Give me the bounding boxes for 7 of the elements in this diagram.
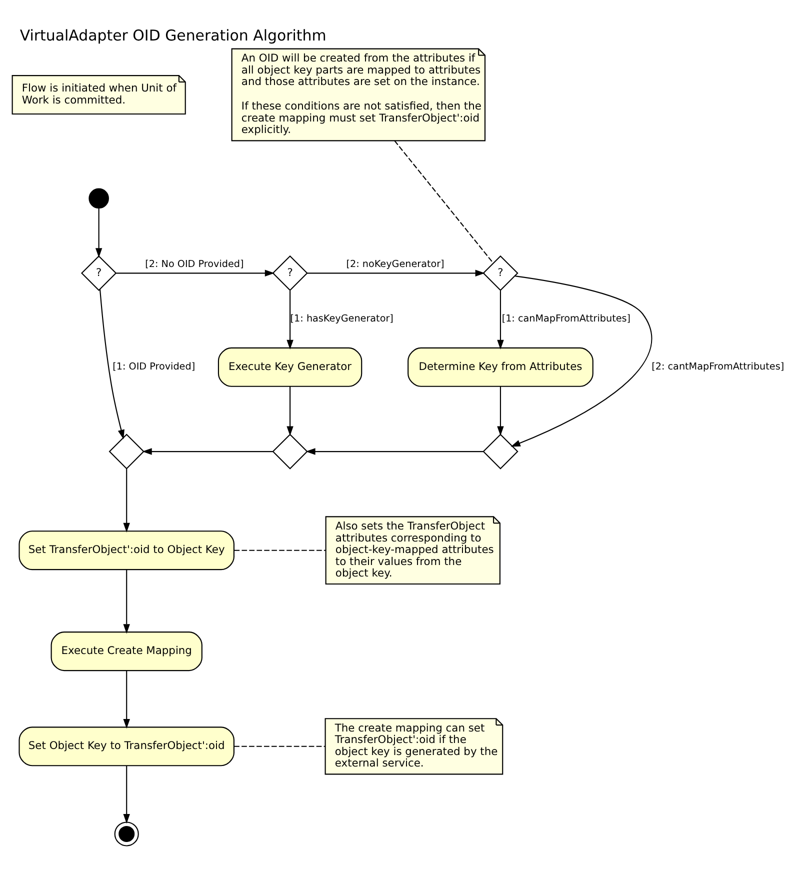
diagram-title: VirtualAdapter OID Generation Algorithm <box>20 26 326 45</box>
edge-label: [1: canMapFromAttributes] <box>502 313 631 324</box>
edge-label: [2: cantMapFromAttributes] <box>652 362 784 373</box>
edge-label: [1: OID Provided] <box>112 362 196 373</box>
edge-label: [1: hasKeyGenerator] <box>290 313 394 324</box>
edge-label: [2: No OID Provided] <box>145 258 244 270</box>
edge-label: [2: noKeyGenerator] <box>346 258 444 270</box>
